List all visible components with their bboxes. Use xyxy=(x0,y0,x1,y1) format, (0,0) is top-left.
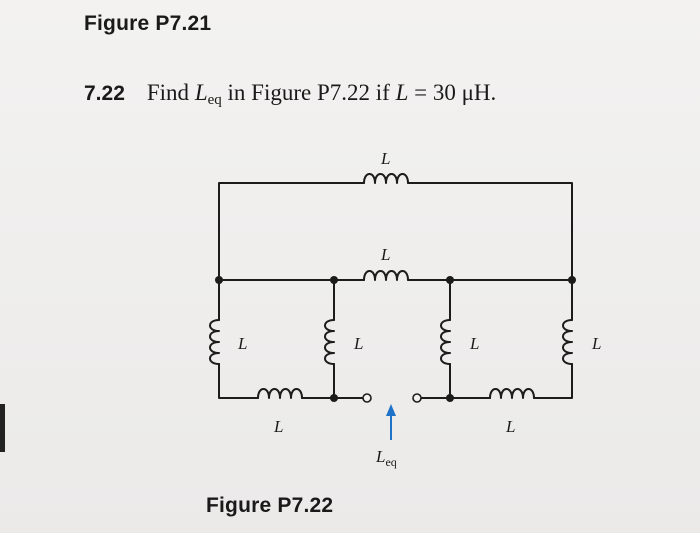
leq-arrow-icon xyxy=(386,404,396,440)
junction-dot xyxy=(330,394,338,402)
junction-dot xyxy=(215,276,223,284)
problem-condition-symbol: L xyxy=(395,80,409,105)
inductor-label-top: L xyxy=(380,149,390,168)
wire-left-branch xyxy=(218,279,259,399)
inductor-label-right: L xyxy=(591,334,601,353)
problem-condition-rest: = 30 μH. xyxy=(408,80,497,105)
previous-figure-caption: Figure P7.21 xyxy=(84,12,212,35)
leq-label: Leq xyxy=(375,447,397,469)
inductor-label-bottom-left: L xyxy=(273,417,283,436)
inductor-coil-bottom-left xyxy=(257,388,303,399)
junction-dot xyxy=(446,394,454,402)
terminal-right xyxy=(412,393,422,403)
leq-label-subscript: eq xyxy=(385,455,396,469)
problem-symbol: L xyxy=(194,80,208,105)
junction-dot xyxy=(330,276,338,284)
wire-right-branch xyxy=(533,279,573,399)
inductor-coil-left xyxy=(209,319,220,365)
leq-label-symbol: L xyxy=(375,447,385,466)
terminal-left xyxy=(362,393,372,403)
wire-top-left xyxy=(218,182,365,281)
page-edge-mark xyxy=(0,404,5,452)
inductor-label-second: L xyxy=(353,334,363,353)
inductor-label-third: L xyxy=(469,334,479,353)
problem-number: 7.22 xyxy=(84,82,125,105)
problem-text-middle: in Figure P7.22 if xyxy=(221,80,396,105)
inductor-coil-bottom-right xyxy=(489,388,535,399)
inductor-coil-middle xyxy=(363,270,409,281)
figure-caption: Figure P7.22 xyxy=(206,494,334,517)
wire-top-right xyxy=(407,182,573,281)
problem-symbol-subscript: eq xyxy=(207,92,222,108)
inductor-coil-second xyxy=(324,319,335,365)
problem-statement: 7.22 Find Leq in Figure P7.22 if L = 30 μ… xyxy=(84,80,496,109)
inductor-coil-third xyxy=(440,319,451,365)
wire-third-branch xyxy=(419,279,451,399)
problem-text-before: Find xyxy=(146,80,195,105)
junction-dot xyxy=(568,276,576,284)
inductor-coil-right xyxy=(562,319,573,365)
inductor-label-middle: L xyxy=(380,245,390,264)
inductor-label-left: L xyxy=(237,334,247,353)
inductor-label-bottom-right: L xyxy=(505,417,515,436)
inductor-coil-top xyxy=(363,173,409,184)
junction-dot xyxy=(446,276,454,284)
